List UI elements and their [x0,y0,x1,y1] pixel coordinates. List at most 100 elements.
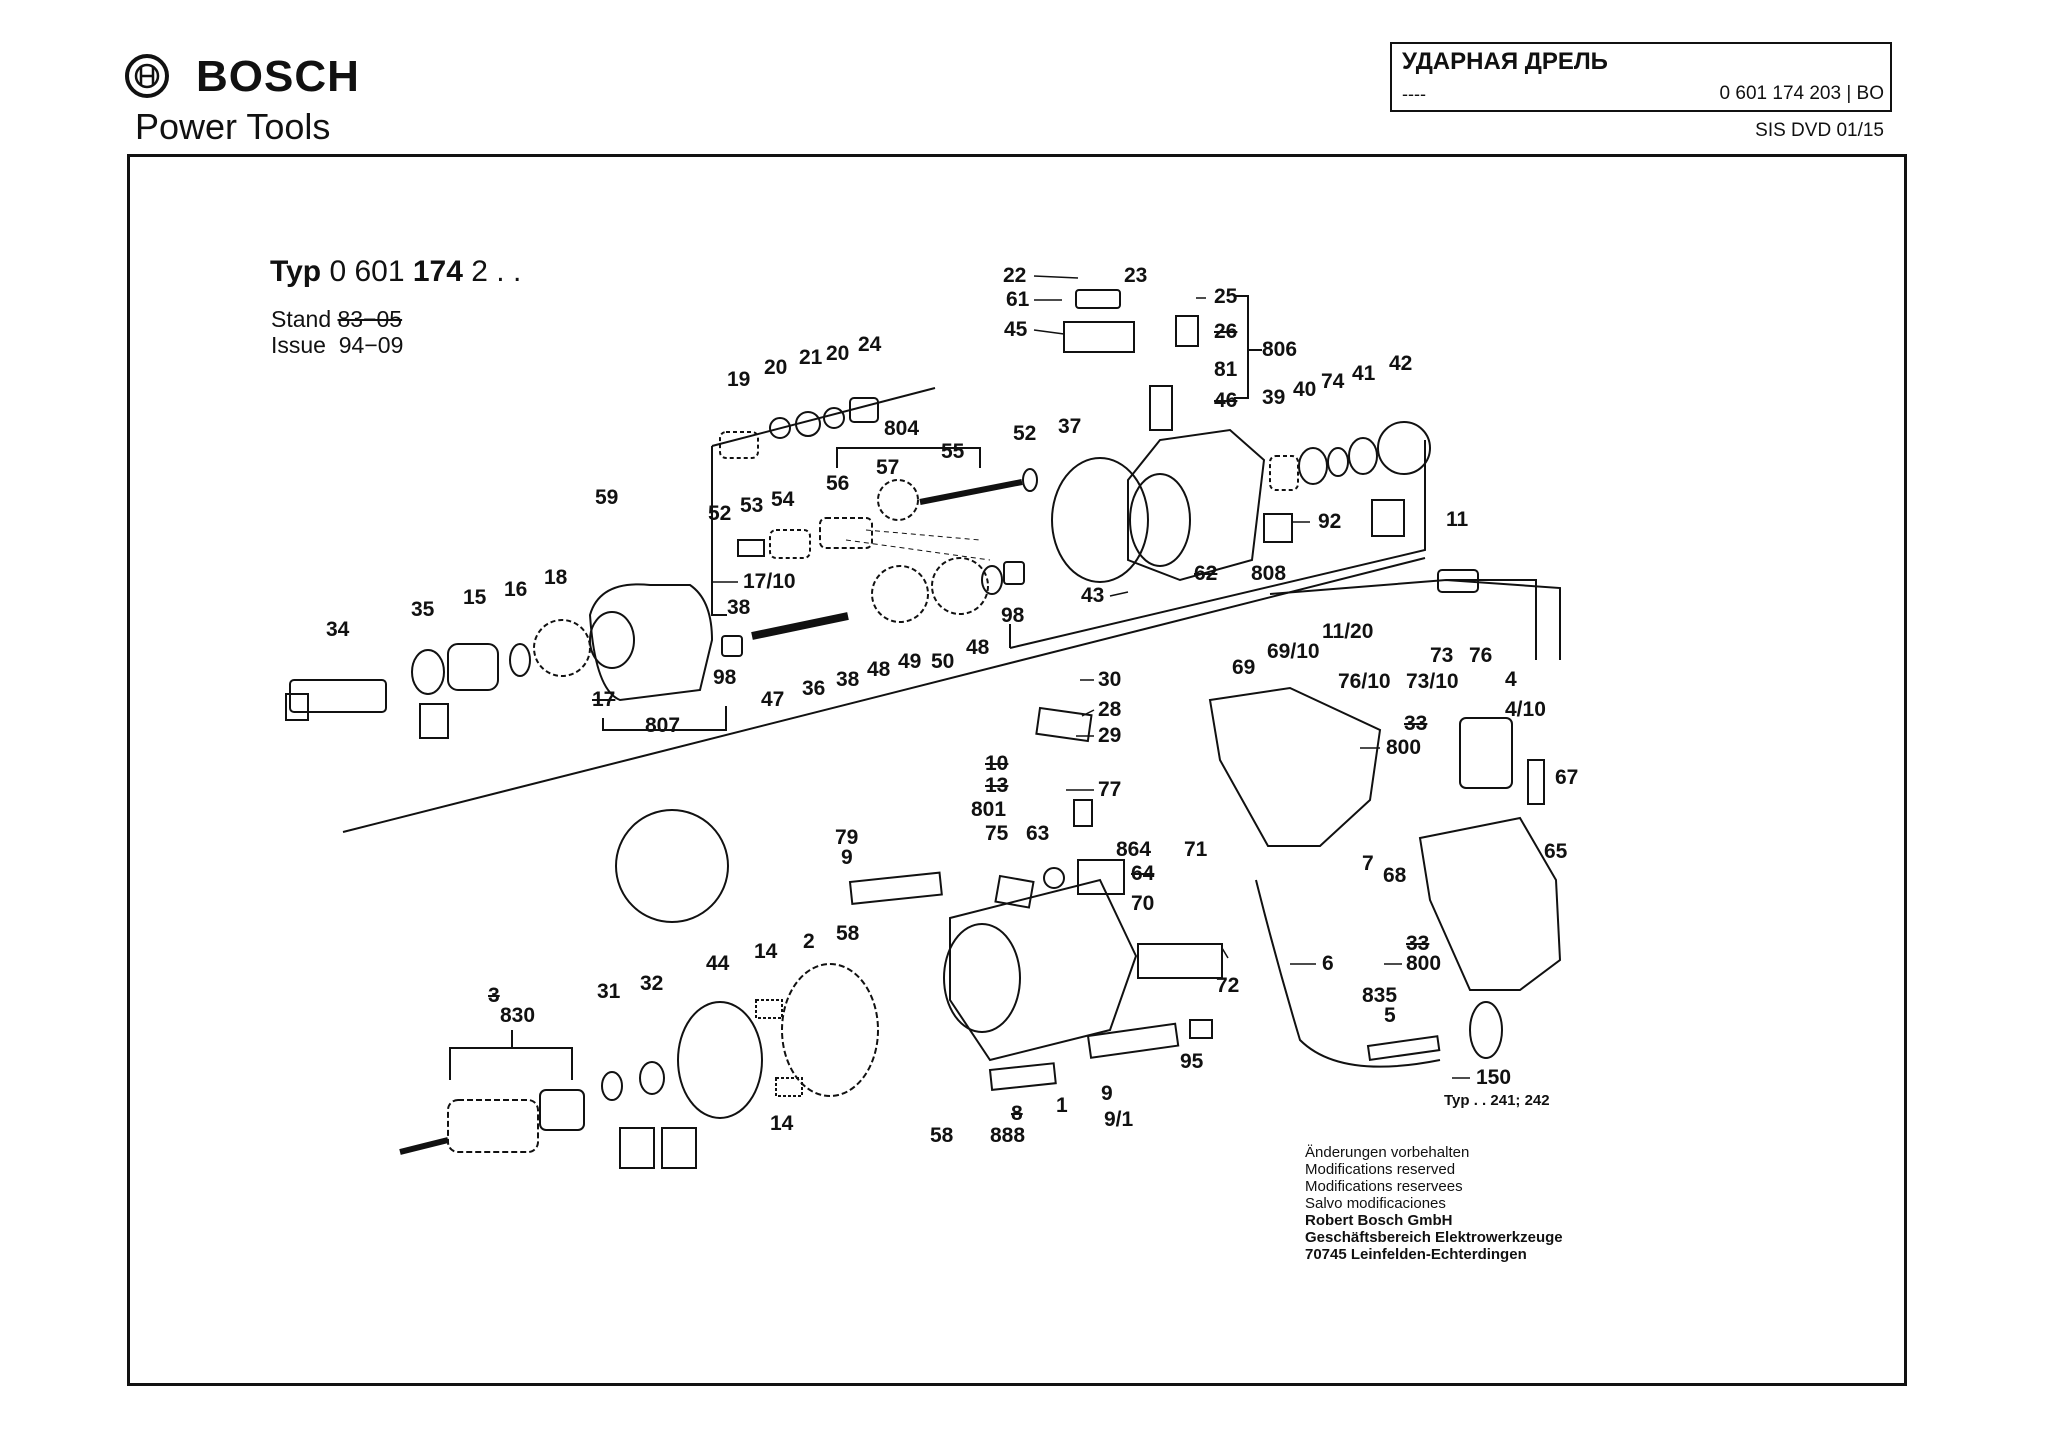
part-label: 54 [771,488,795,511]
part-label: 6 [1322,952,1334,975]
part-label: 33 [1404,712,1428,735]
part-label: 77 [1098,778,1122,801]
part-label: 42 [1389,352,1413,375]
shaft-47-part [751,612,849,640]
label-9-part [848,871,943,905]
icon-box-32 [661,1127,697,1169]
part-label: 50 [931,650,955,673]
ring-48-part [981,565,1003,595]
part-67 [1527,759,1545,805]
part-label: 16 [504,578,528,601]
holder-46-part [1149,385,1173,431]
plate-8-part [988,1062,1057,1091]
gearbox-assembly-outline [1009,440,1426,649]
part-label: 7 [1362,852,1374,875]
part-label: 14 [754,940,778,963]
part-label: 45 [1004,318,1028,341]
chuck-nut-part [285,693,309,721]
part-label: 55 [941,440,965,463]
part-label: 15 [463,586,487,609]
part-label: 44 [706,952,730,975]
cable-11b-part [1446,579,1537,660]
part-label: 150 [1476,1066,1512,1089]
part-label: 801 [971,798,1007,821]
part-label: 5 [1384,1004,1396,1027]
company-division: Geschäftsbereich Elektrowerkzeuge [1305,1229,1563,1246]
nameplate-part [1086,1022,1180,1059]
gear-50-part [931,557,989,615]
brand-subtitle: Power Tools [135,106,331,147]
part-label: 79 [835,826,859,849]
part-label: 61 [1006,288,1030,311]
part-label: 81 [1214,358,1238,381]
company-address: 70745 Leinfelden-Echterdingen [1305,1246,1527,1263]
brush-holder-864-part [1077,859,1125,895]
label-95-part [1189,1019,1213,1039]
cable-6-part [1255,879,1441,1068]
bracket-804 [836,447,981,468]
plate-45-part [1063,321,1135,353]
part-label: 17 [592,688,616,711]
part-label: 20 [764,356,788,379]
part-label: 28 [1098,698,1122,721]
shaft-53-part [737,539,765,557]
part-label: 70 [1131,892,1155,915]
part-label: 40 [1293,378,1317,401]
part-label: 9 [1101,1082,1113,1105]
bracket-807 [602,706,727,731]
chuck-spindle-part [289,679,387,713]
part-label: 73 [1430,644,1454,667]
part-label: 835 [1362,984,1398,1007]
motor-housing-bore-part [943,923,1021,1033]
plate-92-part [1263,513,1293,543]
gear-case-bore-part [1129,473,1191,567]
note-line-de: Änderungen vorbehalten [1305,1144,1470,1161]
part-label: 13 [985,774,1009,797]
part-label: 14 [770,1112,794,1135]
part-label: 67 [1555,766,1579,789]
part-label: 3 [488,984,500,1007]
gear-housing-bore-part [589,611,635,669]
fan-44-part [677,1001,763,1119]
part-label: 34 [326,618,350,641]
part-label: 38 [727,596,751,619]
ring-74-part [1327,447,1349,477]
part-label: 47 [761,688,785,711]
label-72-part [1137,943,1223,979]
dashed-guide-2 [865,529,981,541]
part-label: 10 [985,752,1009,775]
bearing-15-part [447,643,499,691]
company-name: Robert Bosch GmbH [1305,1212,1453,1229]
part-label: 800 [1386,736,1422,759]
o-ring-37-part [1051,457,1149,583]
gear-56-part [819,517,873,549]
part-label: 98 [713,666,737,689]
part-label: 39 [1262,386,1286,409]
part-label: 46 [1214,389,1238,412]
part-label: 53 [740,494,764,517]
part-label: 49 [898,650,922,673]
stator-2-part [781,963,879,1097]
armature-shaft-part [399,1137,449,1155]
part-label: 1 [1056,1094,1068,1117]
part-label: 65 [1544,840,1568,863]
spring-63-part [1043,867,1065,889]
leader-72 [1221,947,1229,959]
sleeve-5-part [1366,1035,1441,1061]
ring-52-part [1022,468,1038,492]
part-label: 72 [1216,974,1240,997]
part-label: 71 [1184,838,1208,861]
part-label: 24 [858,333,882,356]
plate-23-part [1075,289,1121,309]
part-label: 52 [708,502,732,525]
sleeve-24-part [849,397,879,423]
part-label: 29 [1098,724,1122,747]
motor-housing-part [949,878,1138,1062]
part-label: 52 [1013,422,1037,445]
ring-41-part [1348,437,1378,475]
part-label: 41 [1352,362,1376,385]
shaft-55-part [919,479,1023,505]
detail-inset-part [615,809,729,923]
part-label: 74 [1321,370,1345,393]
